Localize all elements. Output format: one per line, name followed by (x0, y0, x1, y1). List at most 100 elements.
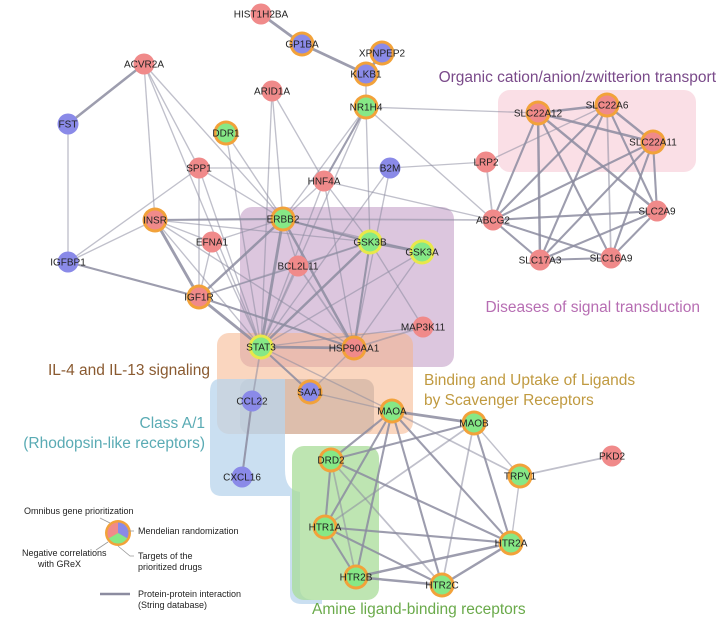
edge-abcg2-slc22a6 (492, 104, 608, 221)
node-htr2a[interactable]: HTR2A (495, 530, 528, 556)
node-efna1[interactable]: EFNA1 (196, 231, 229, 253)
node-maob[interactable]: MAOB (459, 410, 489, 436)
node-circle-igf1r (189, 287, 209, 307)
node-saa1[interactable]: SAA1 (297, 379, 323, 405)
legend: Omnibus gene prioritization Mendelian ra… (22, 506, 241, 610)
node-label-htr2c: HTR2C (425, 581, 458, 592)
node-slc22a12[interactable]: SLC22A12 (514, 100, 563, 126)
node-gsk3b[interactable]: GSK3B (353, 229, 387, 255)
edge-erbb2-abcg2 (282, 218, 494, 221)
node-fst[interactable]: FST (57, 113, 79, 135)
node-igf1r[interactable]: IGF1R (184, 284, 214, 310)
node-drd2[interactable]: DRD2 (317, 447, 345, 473)
node-gsk3a[interactable]: GSK3A (405, 239, 439, 265)
node-circle-abcg2 (482, 209, 504, 231)
node-nr1h4[interactable]: NR1H4 (350, 94, 383, 120)
node-acvr2a[interactable]: ACVR2A (124, 53, 164, 75)
edge-acvr2a-spp1 (143, 63, 200, 169)
node-b2m[interactable]: B2M (379, 157, 401, 179)
cluster-label-il4-il13: IL-4 and IL-13 signaling (48, 362, 210, 379)
node-circle-hnf4a (313, 170, 335, 192)
edge-bcl2l11-stat3 (260, 265, 299, 348)
node-htr2b[interactable]: HTR2B (340, 564, 373, 590)
edge-nr1h4-hnf4a (323, 106, 367, 182)
edge-htr2b-htr2c (355, 575, 443, 587)
edge-maoa-drd2 (330, 410, 393, 461)
node-circle-erbb2 (273, 209, 293, 229)
node-label-gsk3a: GSK3A (405, 248, 439, 259)
node-circle-arid1a (261, 80, 283, 102)
node-ccl22[interactable]: CCL22 (236, 390, 268, 412)
node-abcg2[interactable]: ABCG2 (476, 209, 510, 231)
node-hnf4a[interactable]: HNF4A (308, 170, 341, 192)
node-label-fst: FST (59, 120, 78, 131)
cluster-label-signal-transduction: Diseases of signal transduction (485, 299, 700, 316)
node-slc22a11[interactable]: SLC22A11 (629, 129, 677, 155)
node-circle-efna1 (201, 231, 223, 253)
node-klkb1[interactable]: KLKB1 (350, 61, 382, 87)
node-igfbp1[interactable]: IGFBP1 (50, 251, 86, 273)
node-label-erbb2: ERBB2 (267, 215, 300, 226)
node-slc22a6[interactable]: SLC22A6 (586, 92, 629, 118)
node-label-map3k11: MAP3K11 (401, 323, 446, 334)
node-bcl2l11[interactable]: BCL2L11 (278, 255, 319, 277)
node-label-htr2b: HTR2B (340, 573, 373, 584)
legend-ppi-label-line1: Protein-protein interaction (138, 589, 241, 599)
edge-igfbp1-spp1 (67, 167, 200, 263)
node-map3k11[interactable]: MAP3K11 (401, 316, 446, 338)
node-label-xpnpep2: XPNPEP2 (359, 49, 406, 60)
node-label-saa1: SAA1 (297, 388, 323, 399)
edge-acvr2a-stat3 (143, 63, 262, 348)
node-insr[interactable]: INSR (142, 207, 168, 233)
legend-negative-pointer (95, 541, 109, 551)
edge-ccl22-cxcl16 (240, 400, 254, 478)
node-slc17a3[interactable]: SLC17A3 (519, 249, 562, 271)
node-circle-stat3 (251, 337, 271, 357)
node-label-ddr1: DDR1 (212, 129, 240, 140)
node-hsp90aa1[interactable]: HSP90AA1 (329, 335, 380, 361)
node-lrp2[interactable]: LRP2 (473, 151, 499, 173)
edge-maob-drd2 (330, 421, 475, 462)
node-htr1a[interactable]: HTR1A (309, 514, 342, 540)
node-arid1a[interactable]: ARID1A (254, 80, 290, 102)
node-label-klkb1: KLKB1 (350, 70, 382, 81)
node-cxcl16[interactable]: CXCL16 (223, 466, 261, 488)
node-slc2a9[interactable]: SLC2A9 (638, 200, 676, 222)
edge-nr1h4-erbb2 (282, 106, 367, 220)
node-label-igfbp1: IGFBP1 (50, 258, 86, 269)
node-label-stat3: STAT3 (246, 343, 276, 354)
node-circle-htr2c (432, 575, 452, 595)
node-gp1ba[interactable]: GP1BA (285, 31, 319, 57)
edge-spp1-stat3 (198, 167, 262, 348)
edge-maoa-htr1a (324, 410, 393, 528)
node-spp1[interactable]: SPP1 (186, 157, 212, 179)
node-maoa[interactable]: MAOA (377, 398, 407, 424)
node-trpv1[interactable]: TRPV1 (504, 463, 537, 489)
legend-omnibus-pointer (99, 517, 111, 524)
cluster-labels: Organic cation/anion/zwitterion transpor… (23, 69, 716, 618)
edge-insr-hsp90aa1 (154, 219, 355, 349)
edge-maoa-htr2a (391, 410, 512, 544)
legend-negative-label-line2: with GReX (37, 559, 81, 569)
edge-maoa-htr2c (390, 410, 444, 586)
edge-erbb2-igf1r (198, 218, 284, 298)
node-pkd2[interactable]: PKD2 (599, 445, 626, 467)
node-htr2c[interactable]: HTR2C (425, 572, 459, 598)
node-label-htr1a: HTR1A (309, 523, 342, 534)
node-ddr1[interactable]: DDR1 (212, 120, 240, 146)
node-slc16a9[interactable]: SLC16A9 (590, 247, 633, 269)
node-stat3[interactable]: STAT3 (246, 334, 276, 360)
legend-targets-label-line2: prioritized drugs (138, 562, 203, 572)
node-label-hnf4a: HNF4A (308, 177, 341, 188)
node-label-slc2a9: SLC2A9 (638, 207, 676, 218)
node-erbb2[interactable]: ERBB2 (267, 206, 300, 232)
node-xpnpep2[interactable]: XPNPEP2 (359, 40, 406, 66)
legend-targets-label-line1: Targets of the (138, 551, 193, 561)
node-circle-fst (57, 113, 79, 135)
node-label-slc16a9: SLC16A9 (590, 254, 633, 265)
node-hist1h2ba[interactable]: HIST1H2BA (234, 3, 289, 25)
edge-insr-stat3 (154, 219, 262, 348)
node-label-hist1h2ba: HIST1H2BA (234, 10, 289, 21)
